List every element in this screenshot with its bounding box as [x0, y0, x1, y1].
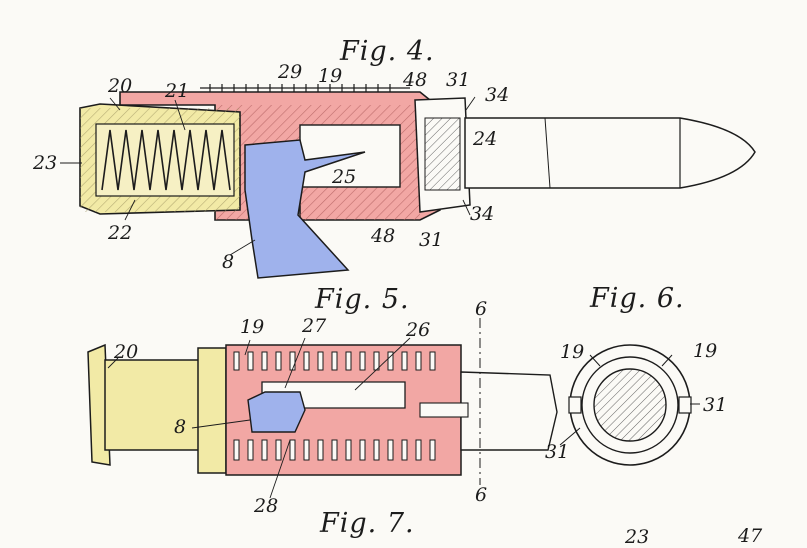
fig4-label-29: 29: [278, 61, 303, 83]
fig6-drawing: [559, 344, 700, 466]
fig5-label-26: 26: [406, 319, 431, 341]
fig4-label-34-bottom: 34: [470, 203, 495, 225]
fig4-label-34-top: 34: [485, 84, 510, 106]
fig5-drawing: [87, 318, 558, 499]
fig5-label-20: 20: [114, 341, 139, 363]
fig5-yellow-flange: [197, 347, 227, 474]
fig6-label-31-right: 31: [703, 394, 728, 416]
fig5-label-6-bottom: 6: [475, 484, 488, 506]
fig4-label-21: 21: [165, 80, 190, 102]
fig4-ribs: [200, 84, 410, 92]
fig4-label-25: 25: [332, 166, 357, 188]
fig4-label-48-bottom: 48: [371, 225, 396, 247]
fig5-blue-piece: [247, 391, 306, 433]
fig4-spring: [101, 129, 231, 191]
fig5-label-28: 28: [254, 495, 279, 517]
fig7-title: Fig. 7.: [320, 508, 415, 539]
fig4-label-24: 24: [473, 128, 498, 150]
fig5-tube: [460, 371, 558, 451]
fig4-label-23: 23: [33, 152, 58, 174]
fig5-title: Fig. 5.: [315, 284, 410, 315]
fig5-label-6-top: 6: [475, 298, 488, 320]
fig4-label-48-top: 48: [403, 69, 428, 91]
fig5-label-27: 27: [302, 315, 327, 337]
fig4-label-22: 22: [108, 222, 133, 244]
partial-label-47: 47: [738, 525, 763, 547]
fig6-label-19-right: 19: [693, 340, 718, 362]
fig6-core: [593, 368, 667, 442]
fig4-drawing: [60, 84, 756, 279]
fig5-label-19: 19: [240, 316, 265, 338]
fig4-label-31-bottom: 31: [419, 229, 444, 251]
fig4-title: Fig. 4.: [340, 36, 435, 67]
fig6-label-31-left: 31: [545, 441, 570, 463]
fig6-lugs: [568, 396, 692, 414]
fig4-label-20: 20: [108, 75, 133, 97]
fig4-trigger: [244, 139, 366, 279]
fig6-label-19-left: 19: [560, 341, 585, 363]
fig5-label-8: 8: [174, 416, 187, 438]
fig4-label-19: 19: [318, 65, 343, 87]
fig6-title: Fig. 6.: [590, 283, 685, 314]
fig4-projectile: [464, 117, 756, 189]
fig5-yellow-sleeve: [104, 359, 206, 451]
fig5-fins: [233, 351, 436, 461]
fig4-label-8: 8: [222, 251, 235, 273]
partial-label-23: 23: [625, 526, 650, 548]
fig4-label-31-top: 31: [446, 69, 471, 91]
